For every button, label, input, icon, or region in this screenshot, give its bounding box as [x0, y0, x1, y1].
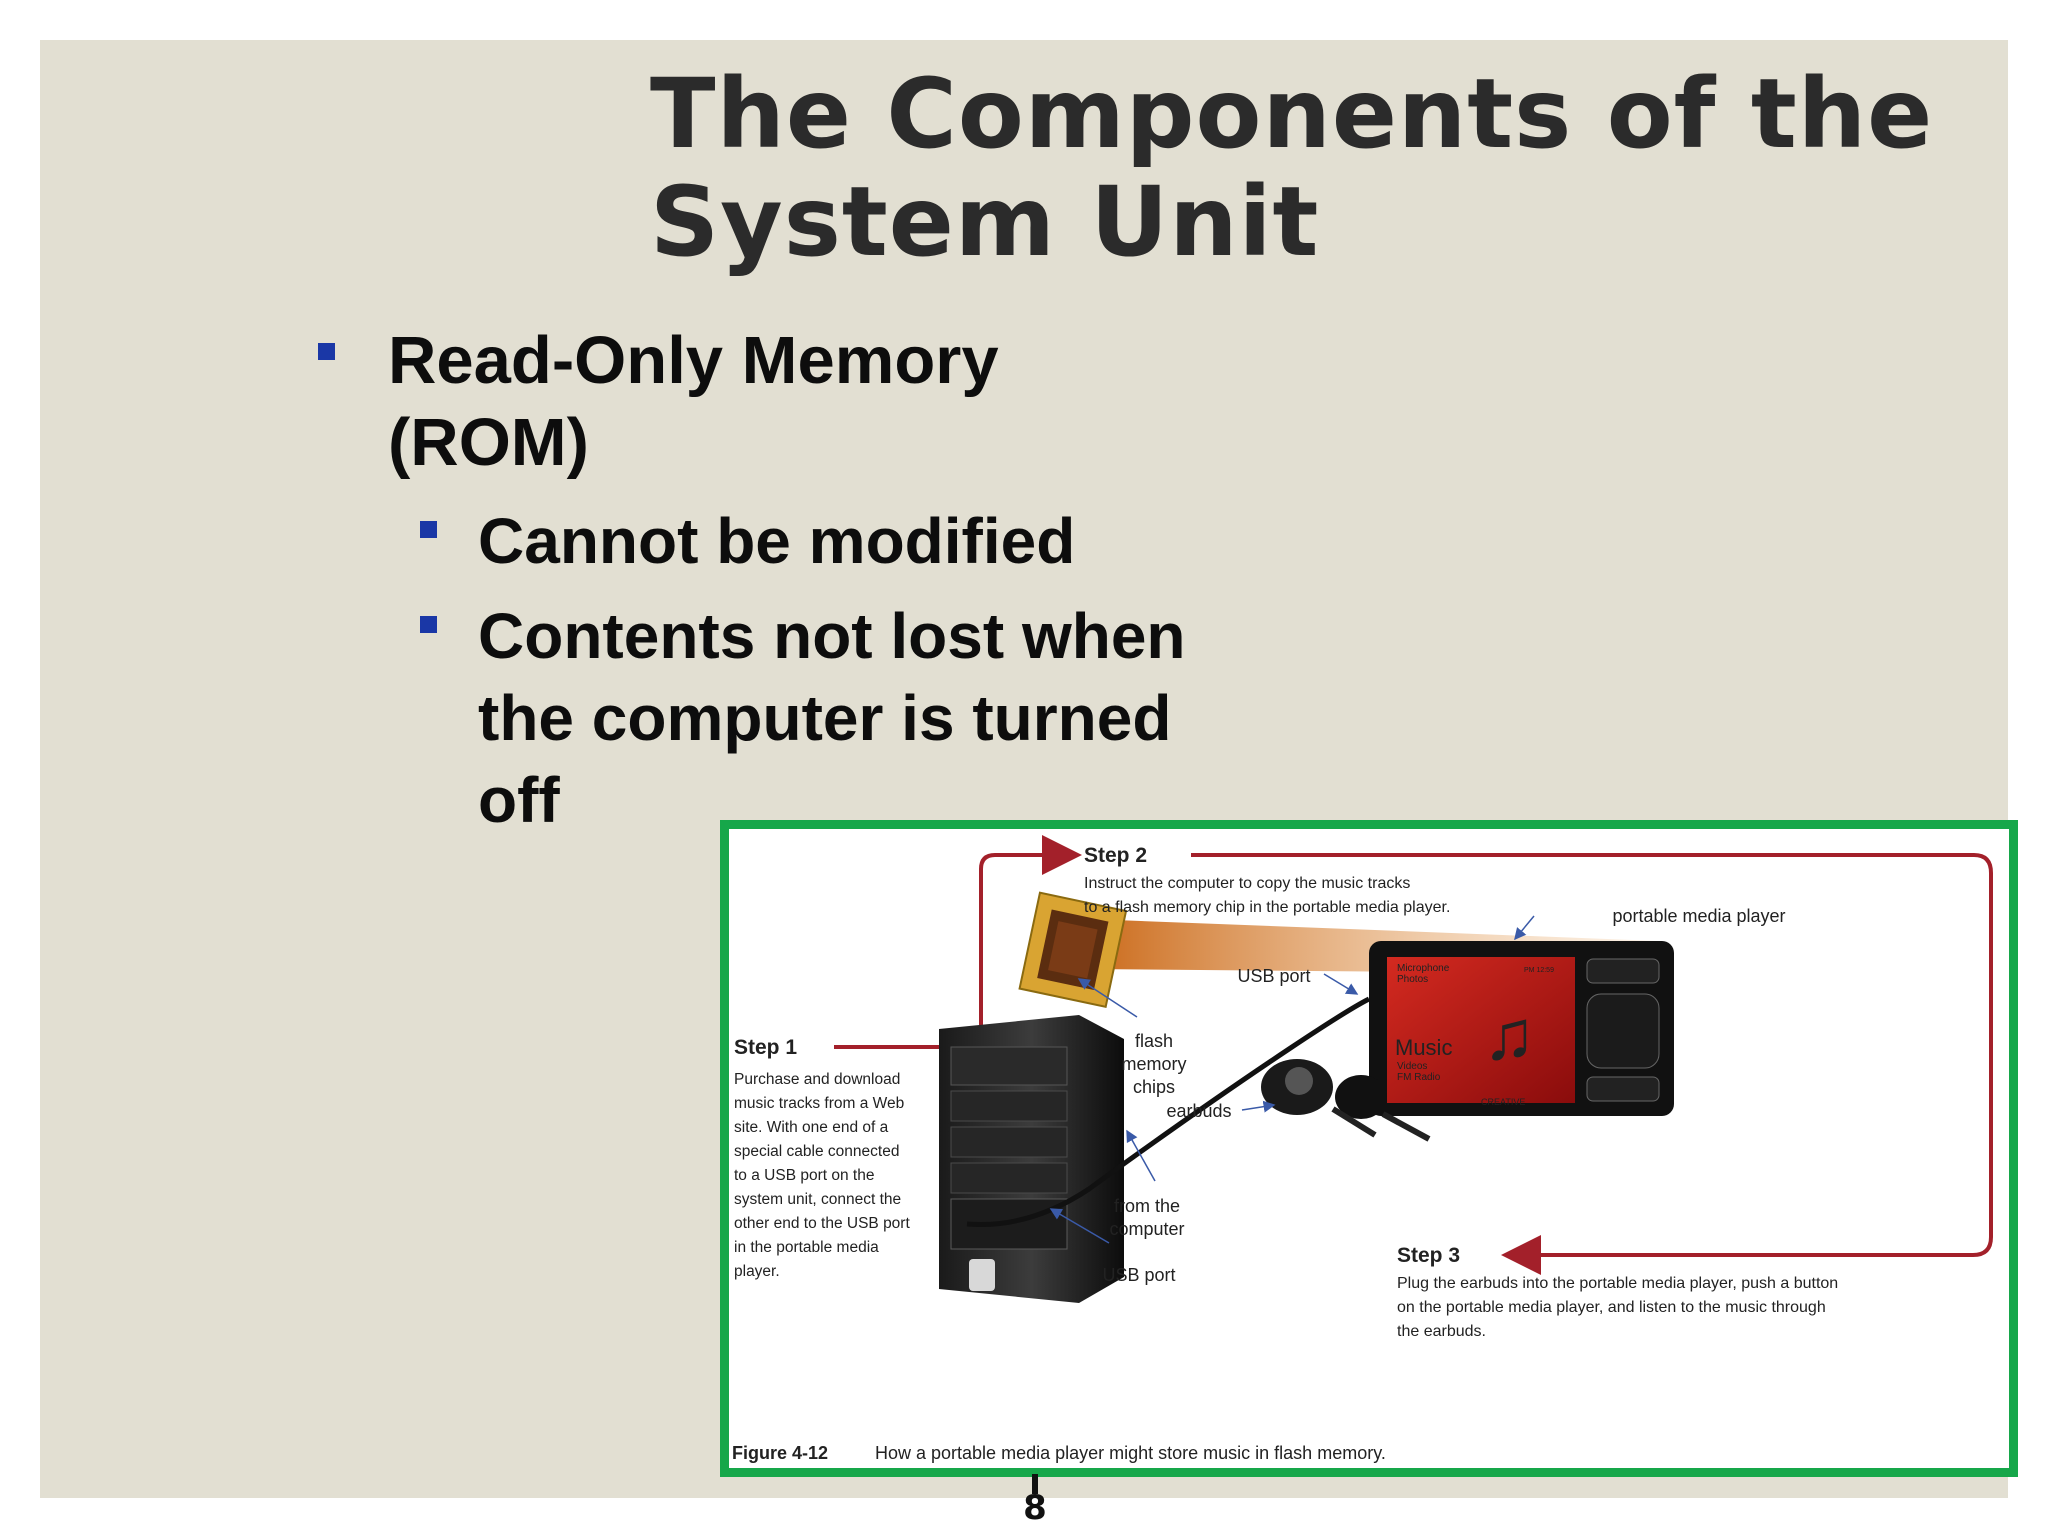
pointer-usb-port-bottom: [1049, 1208, 1110, 1244]
step1-line: site. With one end of a: [734, 1119, 889, 1136]
step1-text: Purchase and download music tracks from …: [734, 1071, 910, 1280]
label-flash-memory-chips: flash: [1135, 1031, 1173, 1051]
bullet-marker: [420, 521, 437, 538]
step1-title: Step 1: [734, 1036, 797, 1059]
player-brand: CREATIVE: [1481, 1097, 1525, 1107]
figure-caption-text: How a portable media player might store …: [875, 1443, 1386, 1463]
label-flash-memory-chips: memory: [1121, 1054, 1186, 1074]
pointer-from-computer: [1126, 1129, 1156, 1182]
earbuds: [1261, 1059, 1431, 1142]
label-usb-port-top: USB port: [1237, 966, 1310, 986]
screen-menu-music: Music: [1395, 1035, 1452, 1060]
page-number: 8: [1023, 1488, 1047, 1528]
step1-line: system unit, connect the: [734, 1191, 901, 1208]
step3-line: the earbuds.: [1397, 1323, 1486, 1340]
bullet-marker: [420, 616, 437, 633]
slide-title: The Components of the System Unit: [650, 58, 1934, 278]
figure-caption-number: Figure 4-12: [732, 1443, 828, 1463]
step1-line: music tracks from a Web: [734, 1095, 904, 1112]
step1-line: to a USB port on the: [734, 1167, 874, 1184]
flash-memory-chip: [1018, 891, 1128, 1009]
step3-line: Plug the earbuds into the portable media…: [1397, 1275, 1838, 1292]
figure-illustration: ♫ Microphone Photos PM 12:59 Music Video…: [732, 835, 1993, 1463]
screen-menu-fm-radio: FM Radio: [1397, 1072, 1441, 1083]
screen-menu-microphone: Microphone: [1397, 963, 1450, 974]
step1-line: in the portable media: [734, 1239, 879, 1256]
system-unit-tower: [939, 1015, 1124, 1303]
step2-line: Instruct the computer to copy the music …: [1084, 875, 1410, 892]
step2-title: Step 2: [1084, 844, 1147, 867]
step3-line: on the portable media player, and listen…: [1397, 1299, 1826, 1316]
usb-cable: [966, 996, 1371, 1228]
music-note-icon: ♫: [1483, 996, 1536, 1074]
portable-media-player: ♫: [1369, 941, 1674, 1116]
bullet-rom: Read-Only Memory (ROM): [388, 323, 999, 480]
bullet-marker: [318, 343, 335, 360]
step1-line: special cable connected: [734, 1143, 899, 1160]
step1-line: Purchase and download: [734, 1071, 900, 1088]
step1-line: other end to the USB port: [734, 1215, 910, 1232]
arrow-step2-to-step3: [1191, 853, 1993, 1275]
pointer-player: [1514, 915, 1535, 941]
pointer-usb-port-top: [1323, 973, 1359, 995]
label-usb-port-bottom: USB port: [1102, 1265, 1175, 1285]
step2-line: to a flash memory chip in the portable m…: [1084, 899, 1450, 916]
pointer-earbuds: [1241, 1100, 1276, 1113]
label-from-the-computer: computer: [1109, 1219, 1184, 1239]
bullet-cannot-modify: Cannot be modified: [478, 505, 1076, 577]
step3-title: Step 3: [1397, 1244, 1460, 1267]
label-earbuds: earbuds: [1166, 1101, 1231, 1121]
label-flash-memory-chips: chips: [1133, 1077, 1175, 1097]
screen-clock: PM 12:59: [1524, 967, 1554, 974]
pointer-flash-chips: [1077, 978, 1138, 1018]
label-portable-media-player: portable media player: [1612, 906, 1785, 926]
screen-menu-videos: Videos: [1397, 1061, 1427, 1072]
label-from-the-computer: from the: [1114, 1196, 1180, 1216]
screen-menu-photos: Photos: [1397, 974, 1428, 985]
figure-flash-memory: ♫ Microphone Photos PM 12:59 Music Video…: [720, 820, 2018, 1477]
step1-line: player.: [734, 1263, 780, 1280]
page-number-tick: [1032, 1474, 1038, 1494]
bullet-contents-not-lost: Contents not lost when the computer is t…: [478, 600, 1186, 836]
